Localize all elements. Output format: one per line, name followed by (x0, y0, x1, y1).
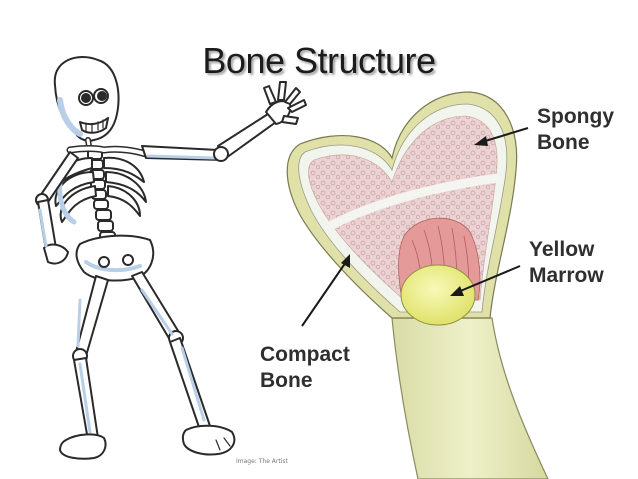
label-line: Marrow (529, 264, 604, 287)
bone-illustration (286, 91, 549, 479)
image-credit: Image: The Artist (236, 458, 288, 465)
right-leg (131, 271, 181, 341)
left-foot (59, 433, 107, 460)
bone-shaft (391, 317, 549, 479)
spongy-arrow (474, 127, 529, 146)
yellow-marrow-arrow (450, 265, 521, 296)
label-yellow-marrow: Yellow Marrow (529, 237, 604, 289)
label-compact-bone: Compact Bone (260, 342, 350, 394)
waving-hand (263, 81, 307, 125)
label-line: Yellow (529, 238, 595, 261)
page-title: Bone Structure (202, 40, 436, 81)
yellow-marrow (400, 264, 476, 326)
epiphyseal-line (327, 173, 499, 230)
label-line: Spongy (537, 105, 614, 128)
label-spongy-bone: Spongy Bone (537, 104, 614, 156)
skeleton-illustration (35, 56, 307, 460)
right-foot (181, 424, 236, 456)
label-line: Bone (260, 369, 313, 392)
label-line: Compact (260, 343, 350, 366)
compact-arrow (301, 254, 350, 327)
label-arrows (301, 127, 529, 327)
label-line: Bone (537, 131, 590, 154)
